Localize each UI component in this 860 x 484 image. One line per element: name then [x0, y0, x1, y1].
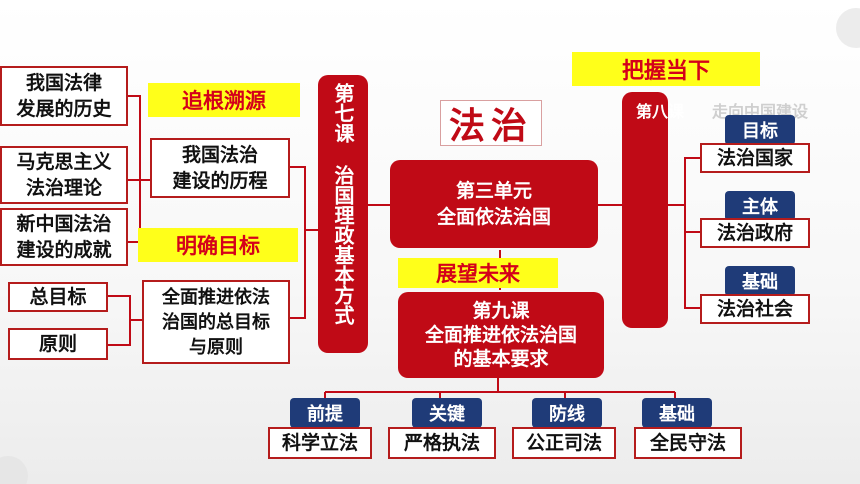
small-box-goal: 总目标	[8, 282, 108, 312]
highlight-future: 展望未来	[398, 258, 558, 288]
left-box-history: 我国法律 发展的历史	[0, 66, 128, 126]
lesson9-box: 第九课 全面推进依法治国 的基本要求	[398, 292, 604, 378]
highlight-goal: 明确目标	[138, 228, 298, 262]
bottom-tag-basis: 基础	[642, 398, 712, 428]
bottom-tag-key: 关键	[412, 398, 482, 428]
lesson7-box: 第七课 治国理政基本方式	[318, 75, 368, 353]
bottom-tag-defense: 防线	[532, 398, 602, 428]
bottom-value-enforcement: 严格执法	[388, 427, 496, 459]
mid-box-history: 我国法治 建设的历程	[150, 138, 290, 198]
right-tag-goal: 目标	[725, 115, 795, 145]
lesson7-label: 第七课	[331, 83, 355, 143]
lesson9-title: 全面推进依法治国 的基本要求	[424, 324, 577, 370]
highlight-present: 把握当下	[572, 52, 760, 86]
unit-label: 第三单元	[455, 180, 532, 202]
center-unit-box: 第三单元 全面依法治国	[390, 160, 598, 248]
right-value-society: 法治社会	[700, 294, 810, 324]
mid-box-goal: 全面推进依法 治国的总目标 与原则	[142, 280, 290, 364]
right-tag-basis: 基础	[725, 266, 795, 296]
title-badge: 法治	[440, 100, 542, 147]
bottom-value-legislation: 科学立法	[268, 427, 372, 459]
unit-title: 全面依法治国	[436, 206, 551, 228]
right-value-country: 法治国家	[700, 143, 810, 173]
lesson8-label: 第八课	[636, 102, 685, 121]
right-tag-subject: 主体	[725, 191, 795, 221]
bottom-value-justice: 公正司法	[512, 427, 616, 459]
highlight-trace: 追根溯源	[148, 83, 300, 117]
small-box-principle: 原则	[8, 328, 108, 360]
title-text: 法治	[448, 105, 533, 147]
lesson7-title: 治国理政基本方式	[331, 165, 355, 325]
bottom-tag-premise: 前提	[290, 398, 360, 428]
left-box-marxism: 马克思主义 法治理论	[0, 146, 128, 204]
lesson9-label: 第九课	[472, 300, 530, 322]
left-box-achievements: 新中国法治 建设的成就	[0, 208, 128, 266]
bottom-value-law-abiding: 全民守法	[634, 427, 742, 459]
right-value-government: 法治政府	[700, 218, 810, 248]
lesson8-box: 第八课	[622, 92, 684, 328]
